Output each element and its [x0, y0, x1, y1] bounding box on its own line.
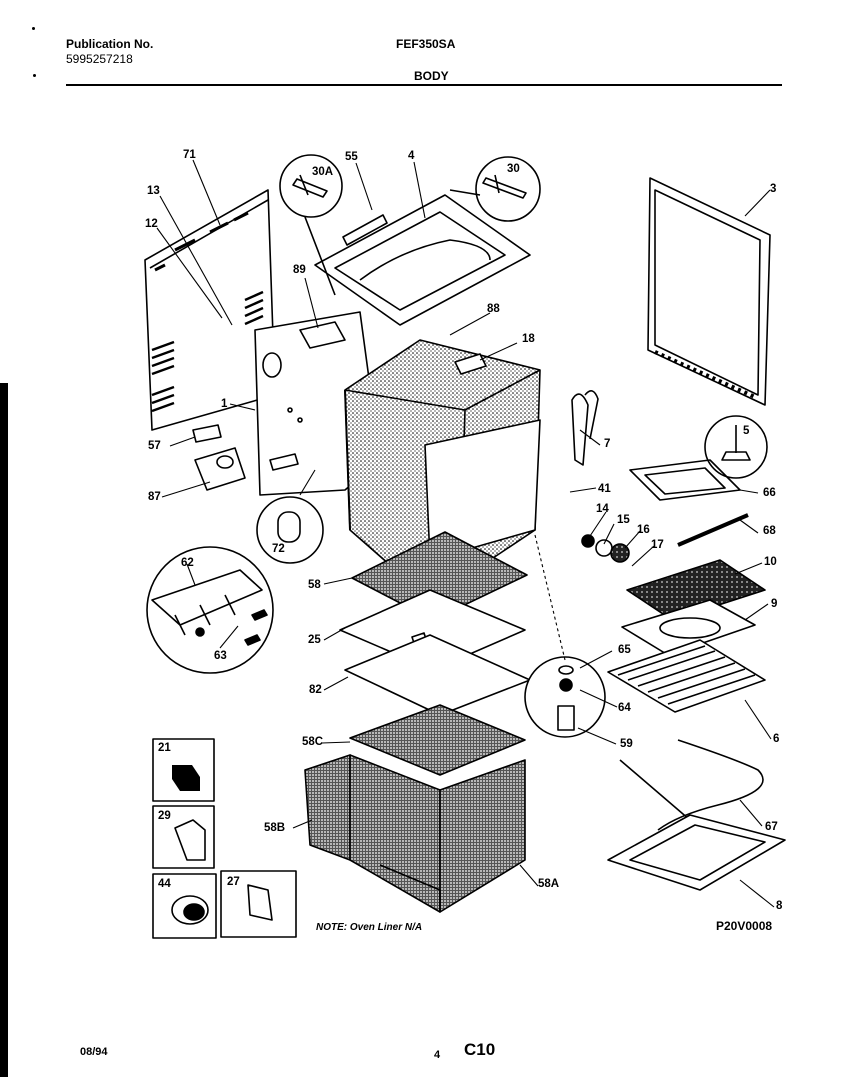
- callout-62: 62: [181, 557, 194, 569]
- plate-part-82: [344, 634, 531, 716]
- callout-71: 71: [183, 149, 196, 161]
- broil-insert-part-10: [626, 559, 766, 621]
- bracket-part-55: [342, 214, 388, 246]
- clip-part-30a: [292, 174, 328, 198]
- callout-89: 89: [293, 264, 306, 276]
- leveling-leg-part-59: [557, 705, 575, 731]
- clip-part-30: [482, 174, 527, 199]
- callout-59: 59: [620, 738, 633, 750]
- detail-circle-30a: [279, 154, 343, 218]
- detail-circle-65: [524, 656, 606, 738]
- base-insulation: [304, 704, 526, 913]
- callout-4: 4: [408, 150, 415, 162]
- light-lens-part-16: [610, 543, 630, 563]
- callout-18: 18: [522, 333, 535, 345]
- callout-63: 63: [214, 650, 227, 662]
- callout-27: 27: [227, 876, 240, 888]
- footer-date: 08/94: [80, 1046, 108, 1058]
- callout-7: 7: [604, 438, 611, 450]
- broil-pan-part-9: [621, 599, 756, 656]
- plate-part-57: [192, 424, 222, 443]
- callout-10: 10: [764, 556, 777, 568]
- callout-44: 44: [158, 878, 171, 890]
- oven-liner-note: NOTE: Oven Liner N/A: [316, 922, 423, 933]
- punch-mark: [32, 27, 35, 30]
- callout-21: 21: [158, 742, 171, 754]
- callout-17: 17: [651, 539, 664, 551]
- footer-page-number: 4: [434, 1049, 441, 1061]
- callout-67: 67: [765, 821, 778, 833]
- callout-58c: 58C: [302, 736, 324, 748]
- publication-number: 5995257218: [66, 52, 133, 66]
- cooktop-frame-part-4: [314, 194, 531, 326]
- callout-15: 15: [617, 514, 630, 526]
- publication-label: Publication No.: [66, 37, 154, 51]
- punch-mark: [33, 74, 36, 77]
- drawing-code: P20V0008: [716, 919, 773, 933]
- detail-circle-72: [256, 496, 324, 564]
- detail-circle-30: [475, 156, 541, 222]
- callout-58: 58: [308, 579, 321, 591]
- oven-rack-part-6: [607, 639, 766, 713]
- callout-82: 82: [309, 684, 322, 696]
- oven-cavity: [344, 339, 541, 601]
- callout-14: 14: [596, 503, 609, 515]
- light-bulb-part-15: [595, 539, 613, 557]
- callout-58b: 58B: [264, 822, 286, 834]
- callout-5: 5: [743, 425, 750, 437]
- bracket-part-18: [454, 353, 487, 375]
- callout-16: 16: [637, 524, 650, 536]
- callout-25: 25: [308, 634, 321, 646]
- callout-57: 57: [148, 440, 161, 452]
- callout-9: 9: [771, 598, 778, 610]
- model-number: FEF350SA: [396, 37, 456, 51]
- box-part-27: [220, 870, 297, 938]
- callout-29: 29: [158, 810, 171, 822]
- detail-circle-62: [146, 546, 274, 674]
- callout-65: 65: [618, 644, 631, 656]
- door-panel-part-3: [647, 177, 771, 406]
- bracket-part-87: [194, 447, 246, 491]
- hinge-part-5: [721, 425, 751, 461]
- section-title: BODY: [414, 69, 449, 83]
- callout-41: 41: [598, 483, 611, 495]
- callout-3: 3: [770, 183, 777, 195]
- bracket-part-62: [151, 569, 263, 626]
- callout-30: 30: [507, 163, 520, 175]
- callout-88: 88: [487, 303, 500, 315]
- callout-66: 66: [763, 487, 776, 499]
- oven-bottom-part-8: [607, 814, 786, 891]
- knob-part-72: [277, 511, 301, 543]
- header-rule: [66, 84, 782, 86]
- callout-12: 12: [145, 218, 158, 230]
- callout-1: 1: [221, 398, 228, 410]
- box-part-44: [152, 873, 217, 939]
- bake-element-part-67: [619, 739, 764, 831]
- callout-64: 64: [618, 702, 631, 714]
- hinge-part-7: [571, 393, 589, 466]
- callout-13: 13: [147, 185, 160, 197]
- callout-55: 55: [345, 151, 358, 163]
- callout-68: 68: [763, 525, 776, 537]
- callout-6: 6: [773, 733, 780, 745]
- callout-72: 72: [272, 543, 285, 555]
- footer-section-code: C10: [464, 1040, 496, 1059]
- callout-58a: 58A: [538, 878, 560, 890]
- callout-8: 8: [776, 900, 783, 912]
- light-socket-part-14: [581, 534, 595, 548]
- box-part-29: [152, 805, 215, 869]
- bracket-part-89: [299, 321, 346, 349]
- back-panel-part-71: [144, 189, 276, 431]
- callout-87: 87: [148, 491, 161, 503]
- element-shield-part-68: [677, 513, 749, 547]
- scan-edge-bar: [0, 383, 8, 1077]
- callout-30a: 30A: [312, 166, 334, 178]
